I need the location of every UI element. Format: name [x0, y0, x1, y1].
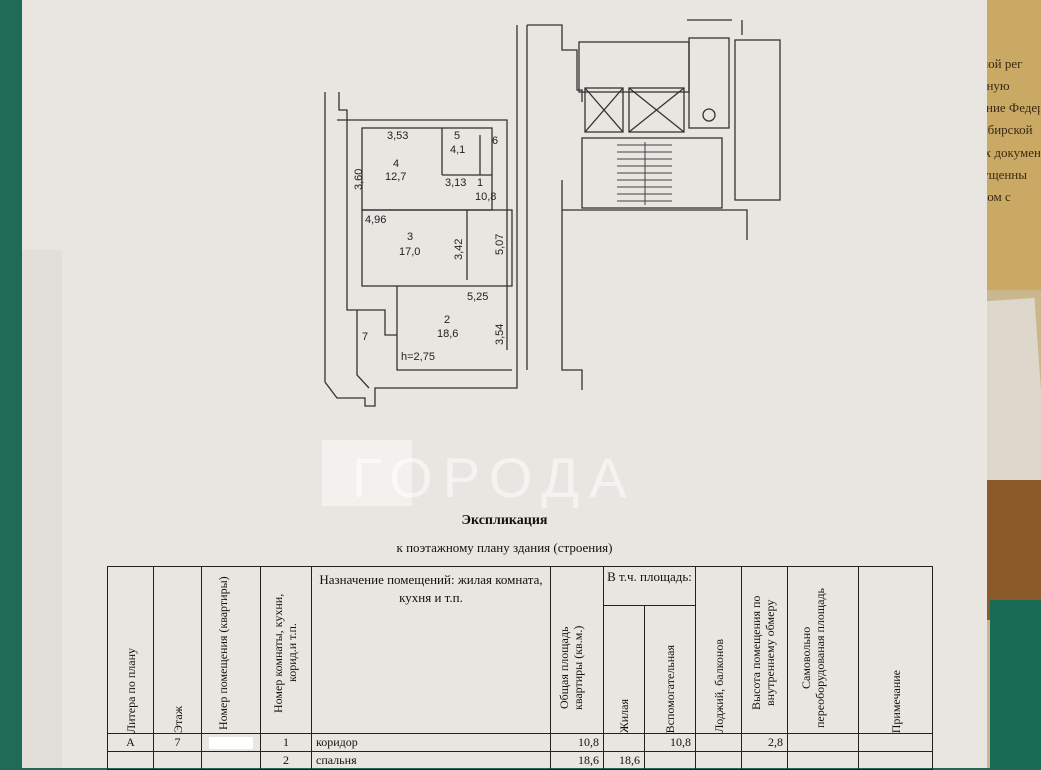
cell-litera	[107, 751, 154, 770]
plan-room-number: 7	[362, 331, 368, 343]
cell-room-number: 1	[260, 733, 312, 752]
plan-room-area: 18,6	[437, 328, 458, 340]
header-loggia: Лоджий, балконов	[695, 566, 742, 734]
plan-room-number: 4	[393, 158, 399, 170]
plan-dimension: 3,42	[453, 239, 465, 260]
header-total-area: Общая площадь квартиры (кв.м.)	[550, 566, 604, 734]
background-wood	[985, 480, 1041, 620]
plan-ceiling-height: h=2,75	[401, 351, 435, 363]
cell-apartment-number	[201, 733, 261, 752]
cell-room-height	[741, 751, 788, 770]
header-self-built-area: Самовольно переоборудованая площадь	[787, 566, 859, 734]
plan-room-number: 1	[477, 177, 483, 189]
header-including-area: В т.ч. площадь:	[603, 566, 696, 606]
plan-room-number: 6	[492, 135, 498, 147]
cell-living-area	[603, 733, 645, 752]
cell-total-area: 10,8	[550, 733, 604, 752]
plan-dimension: 3,60	[353, 169, 365, 190]
plan-dimension: 5,07	[494, 234, 506, 255]
header-auxiliary-area: Вспомогательная	[644, 605, 696, 734]
cell-self-built-area	[787, 751, 859, 770]
plan-room-number: 2	[444, 314, 450, 326]
cell-note	[858, 733, 933, 752]
plan-room-number: 3	[407, 231, 413, 243]
table-row: 2 спальня 18,6 18,6	[107, 751, 933, 770]
cell-floor: 7	[153, 733, 202, 752]
plan-room-area: 4,1	[450, 144, 465, 156]
header-room-height: Высота помещения по внутреннему обмеру	[741, 566, 788, 734]
cell-living-area: 18,6	[603, 751, 645, 770]
background-surface	[990, 600, 1041, 768]
watermark-text: ГОРОДА	[352, 446, 637, 509]
header-living-area: Жилая	[603, 605, 645, 734]
cell-loggia	[695, 751, 742, 770]
cell-self-built-area	[787, 733, 859, 752]
watermark-logo	[322, 440, 412, 506]
cell-room-number: 2	[260, 751, 312, 770]
cell-litera: А	[107, 733, 154, 752]
redaction-mark	[209, 737, 253, 750]
header-note: Примечание	[858, 566, 933, 734]
plan-dimension: 3,53	[387, 130, 408, 142]
header-floor: Этаж	[153, 566, 202, 734]
cell-purpose: коридор	[311, 733, 551, 752]
cell-loggia	[695, 733, 742, 752]
sheet-fold	[22, 250, 62, 768]
cell-auxiliary-area: 10,8	[644, 733, 696, 752]
explication-subtitle: к поэтажному плану здания (строения)	[396, 540, 613, 555]
header-room-number: Номер комнаты, кухни, корид.и т.п.	[260, 566, 312, 734]
plan-room-area: 12,7	[385, 171, 406, 183]
header-apartment-number: Номер помещения (квартиры)	[201, 566, 261, 734]
cell-room-height: 2,8	[741, 733, 788, 752]
plan-dimension: 4,96	[365, 214, 386, 226]
cell-total-area: 18,6	[550, 751, 604, 770]
plan-dimension: 3,54	[494, 324, 506, 345]
plan-room-area: 17,0	[399, 246, 420, 258]
table-row: А 7 1 коридор 10,8 10,8 2,8	[107, 733, 933, 752]
cell-apartment-number	[201, 751, 261, 770]
cell-floor	[153, 751, 202, 770]
plan-room-number: 5	[454, 130, 460, 142]
plan-dimension: 3,13	[445, 177, 466, 189]
plan-room-area: 10,8	[475, 191, 496, 203]
cell-purpose: спальня	[311, 751, 551, 770]
cell-auxiliary-area	[644, 751, 696, 770]
explication-title: Экспликация	[461, 513, 548, 528]
document-sheet: 3,53 5 4,1 6 4 12,7 3,60 3,13 1 10,8 4,9…	[22, 0, 987, 770]
cell-note	[858, 751, 933, 770]
header-litera: Литера по плану	[107, 566, 154, 734]
header-purpose: Назначение помещений: жилая комната, кух…	[311, 566, 551, 734]
floor-plan: 3,53 5 4,1 6 4 12,7 3,60 3,13 1 10,8 4,9…	[324, 19, 781, 407]
explication-table: Литера по плану Этаж Номер помещения (кв…	[107, 566, 933, 770]
plan-dimension: 5,25	[467, 291, 488, 303]
